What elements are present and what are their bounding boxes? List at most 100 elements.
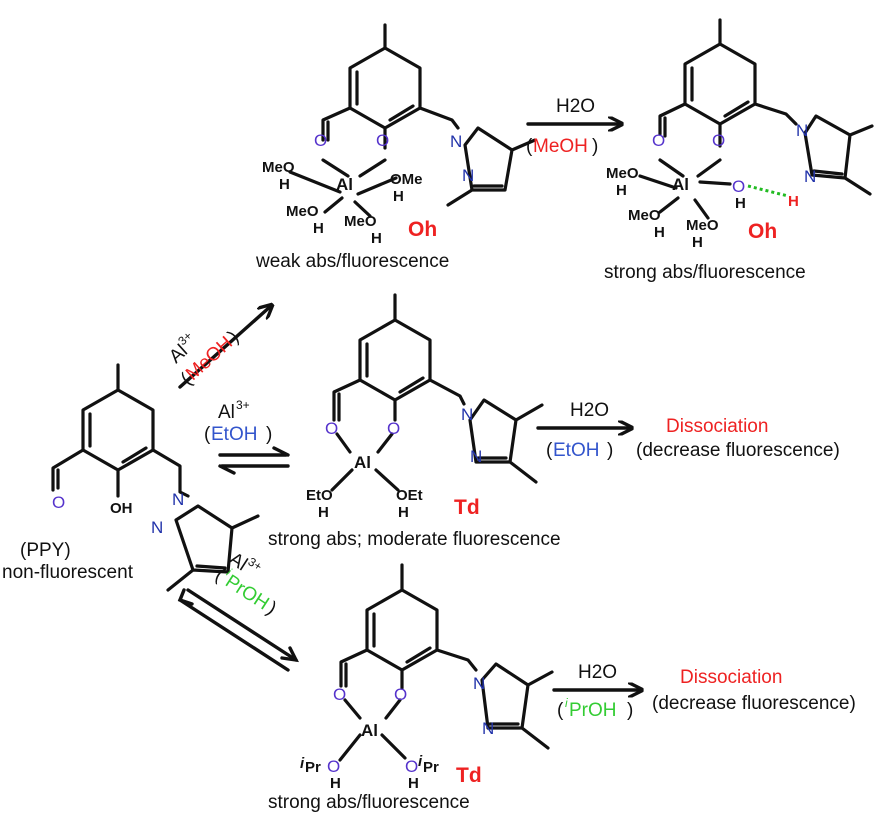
meoh-ligand-2: OMe	[390, 171, 423, 188]
outcome-iproh: Dissociation (decrease fluorescence)	[652, 667, 856, 714]
arrow-water-iproh: H2O ( i PrOH )	[552, 662, 644, 721]
meoh-h-2: H	[393, 188, 404, 205]
arrow-al-meoh: Al 3+ ( MeOH )	[165, 305, 272, 390]
ipr-prefix-left: i	[300, 755, 305, 772]
pyrazole-n1: N	[461, 405, 473, 424]
pyrazole-n2: N	[470, 447, 482, 466]
complex-oh-hbond: O O N N Al O H H MeO H MeO H MeO H Oh st…	[604, 18, 874, 283]
carbonyl-oxygen: O	[325, 419, 338, 438]
reagent-water: H2O	[578, 662, 617, 683]
caption: strong abs; moderate fluorescence	[268, 529, 561, 550]
meo-ligand-1: MeO	[606, 165, 639, 182]
paren-open: (	[557, 700, 564, 721]
solvent-meoh: MeOH	[533, 136, 588, 157]
meo-ligand-2: MeO	[628, 207, 661, 224]
arrow-al-etoh: Al 3+ ( EtOH )	[204, 398, 290, 475]
reagent-al: Al	[218, 402, 235, 423]
water-oxygen: O	[732, 177, 745, 196]
aluminum-center: Al	[354, 453, 371, 472]
outcome-desc: (decrease fluorescence)	[652, 693, 856, 714]
phenolate-oxygen: O	[394, 685, 407, 704]
oet-h: H	[398, 504, 409, 521]
pyrazole-n1: N	[796, 121, 808, 140]
paren-open: (	[546, 440, 553, 461]
meo-h-3: H	[692, 234, 703, 251]
outcome-etoh: Dissociation (decrease fluorescence)	[636, 416, 840, 461]
ppy-name: (PPY)	[20, 540, 71, 561]
aluminum-center: Al	[336, 175, 353, 194]
meoh-ligand-1: MeO	[262, 159, 295, 176]
aldehyde-oxygen: O	[52, 493, 65, 512]
carbonyl-oxygen: O	[652, 131, 665, 150]
eto-h: H	[318, 504, 329, 521]
alkoxide-oxygen-left: O	[327, 757, 340, 776]
outcome-title: Dissociation	[680, 667, 782, 688]
alkoxide-oxygen-right: O	[405, 757, 418, 776]
phenolate-oxygen: O	[387, 419, 400, 438]
pyrazole-n1: N	[473, 674, 485, 693]
meoh-ligand-3: MeO	[286, 203, 319, 220]
pyrazole-n1: N	[450, 132, 462, 151]
solvent-iproh: PrOH	[221, 571, 272, 614]
caption: strong abs/fluorescence	[604, 262, 806, 283]
reagent-water: H2O	[556, 96, 595, 117]
phenolate-oxygen: O	[376, 131, 389, 150]
reagent-charge: 3+	[246, 554, 265, 573]
geometry-label: Td	[456, 764, 482, 787]
solvent-iproh: PrOH	[569, 700, 617, 721]
meo-ligand-3: MeO	[686, 217, 719, 234]
paren-close: )	[266, 424, 272, 445]
paren-close: )	[607, 440, 613, 461]
pyrazole-n1: N	[172, 490, 184, 509]
solvent-etoh: EtOH	[211, 424, 257, 445]
phenolate-oxygen: O	[712, 131, 725, 150]
meo-h-1: H	[616, 182, 627, 199]
ipr-group-left: Pr	[305, 759, 321, 776]
complex-oh-meoh: O O N N Al MeO H OMe H MeO H MeO H Oh we…	[255, 23, 537, 272]
complex-td-etoh: O O N N Al EtO H OEt H Td strong abs; mo…	[268, 293, 561, 550]
paren-open: (	[204, 424, 211, 445]
meoh-h-4: H	[371, 230, 382, 247]
ppy-structure: O OH N N (PPY) non-fluorescent	[2, 363, 260, 592]
pyrazole-n2: N	[804, 167, 816, 186]
meoh-ligand-4: MeO	[344, 213, 377, 230]
ipr-h-right: H	[408, 775, 419, 792]
aluminum-center: Al	[672, 175, 689, 194]
solvent-etoh: EtOH	[553, 440, 599, 461]
paren-close: )	[627, 700, 633, 721]
geometry-label: Oh	[748, 220, 777, 243]
geometry-label: Oh	[408, 218, 437, 241]
meoh-h-3: H	[313, 220, 324, 237]
ppy-description: non-fluorescent	[2, 562, 134, 583]
ipr-prefix-right: i	[418, 753, 423, 770]
reagent-water: H2O	[570, 400, 609, 421]
ipr-h-left: H	[330, 775, 341, 792]
solvent-prefix: i	[224, 566, 234, 579]
caption: strong abs/fluorescence	[268, 792, 470, 813]
caption: weak abs/fluorescence	[255, 251, 449, 272]
pyrazole-n2: N	[151, 518, 163, 537]
meoh-h-1: H	[279, 176, 290, 193]
geometry-label: Td	[454, 496, 480, 519]
hbond-hydrogen: H	[788, 193, 799, 210]
arrow-al-iproh: Al 3+ ( i PrOH )	[177, 549, 299, 672]
carbonyl-oxygen: O	[314, 131, 327, 150]
water-h: H	[735, 195, 746, 212]
outcome-desc: (decrease fluorescence)	[636, 440, 840, 461]
eto-ligand: EtO	[306, 487, 333, 504]
arrow-water-meoh: H2O ( MeOH )	[526, 96, 624, 157]
solvent-prefix: i	[565, 696, 568, 710]
meo-h-2: H	[654, 224, 665, 241]
outcome-title: Dissociation	[666, 416, 768, 437]
oet-ligand: OEt	[396, 487, 423, 504]
pyrazole-n2: N	[462, 166, 474, 185]
reagent-charge: 3+	[236, 398, 250, 412]
arrow-water-etoh: H2O ( EtOH )	[536, 400, 634, 461]
complex-td-iproh: O O N N Al i Pr O H O i Pr H Td strong a…	[268, 563, 554, 813]
carbonyl-oxygen: O	[333, 685, 346, 704]
pyrazole-n2: N	[482, 719, 494, 738]
ipr-group-right: Pr	[423, 759, 439, 776]
aluminum-center: Al	[361, 721, 378, 740]
paren-open: (	[526, 136, 533, 157]
